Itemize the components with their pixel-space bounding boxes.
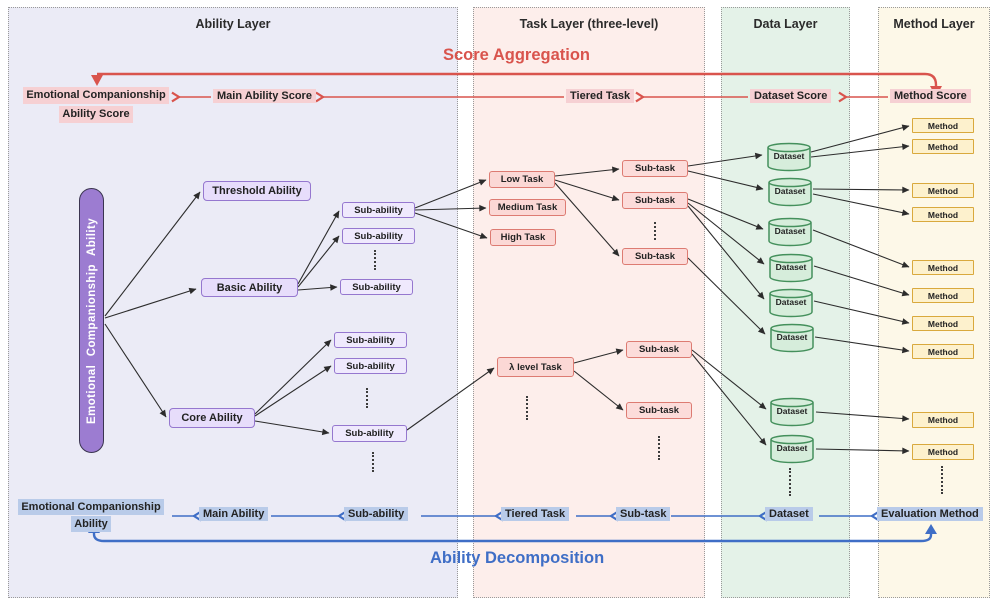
- sub-task-box: Sub-task: [622, 248, 688, 265]
- method-box: Method: [912, 260, 974, 275]
- dataset-score-label: Dataset Score: [750, 89, 832, 103]
- sub-task-box: Sub-task: [622, 160, 688, 177]
- dataset-cylinder: Dataset: [768, 253, 814, 283]
- method-box: Method: [912, 344, 974, 359]
- sub-ability-box: Sub-ability: [342, 202, 415, 218]
- method-box: Method: [912, 444, 974, 460]
- dataset-cylinder: Dataset: [769, 397, 815, 427]
- dataset-cylinder: Dataset: [766, 142, 812, 172]
- main-ability-score-label: Main Ability Score: [213, 89, 316, 103]
- low-task-box: Low Task: [489, 171, 555, 188]
- score-aggregation-title: Score Aggregation: [443, 46, 590, 64]
- basic-ability-box: Basic Ability: [201, 278, 298, 297]
- ec-ability-score-label: Emotional Companionship Ability Score: [10, 85, 182, 123]
- root-ability-capsule: Emotional Companionship Ability: [79, 188, 104, 453]
- method-box: Method: [912, 207, 974, 222]
- sub-ability-box: Sub-ability: [342, 228, 415, 244]
- sub-ability-bottom-label: Sub-ability: [344, 507, 409, 521]
- main-ability-bottom-label: Main Ability: [199, 507, 269, 521]
- sub-ability-box: Sub-ability: [334, 358, 407, 374]
- sub-task-box: Sub-task: [626, 402, 692, 419]
- method-layer-title: Method Layer: [893, 17, 975, 31]
- threshold-ability-box: Threshold Ability: [203, 181, 311, 201]
- vertical-ellipsis: [941, 466, 943, 494]
- evaluation-method-bottom-label: Evaluation Method: [877, 507, 983, 521]
- sub-ability-box: Sub-ability: [340, 279, 413, 295]
- sub-ability-box: Sub-ability: [334, 332, 407, 348]
- method-box: Method: [912, 139, 974, 154]
- method-box: Method: [912, 183, 974, 198]
- vertical-ellipsis: [374, 250, 376, 270]
- dataset-cylinder: Dataset: [769, 323, 815, 353]
- medium-task-box: Medium Task: [489, 199, 566, 216]
- method-box: Method: [912, 118, 974, 133]
- ec-ability-bottom-label: Emotional Companionship Ability: [10, 498, 172, 532]
- vertical-ellipsis: [789, 468, 791, 496]
- vertical-ellipsis: [658, 436, 660, 460]
- sub-task-bottom-label: Sub-task: [616, 507, 671, 521]
- core-ability-box: Core Ability: [169, 408, 255, 428]
- method-box: Method: [912, 412, 974, 428]
- dataset-cylinder: Dataset: [767, 217, 813, 247]
- vertical-ellipsis: [366, 388, 368, 408]
- tiered-task-score-label: Tiered Task: [566, 89, 635, 103]
- method-box: Method: [912, 316, 974, 331]
- sub-task-box: Sub-task: [626, 341, 692, 358]
- high-task-box: High Task: [490, 229, 556, 246]
- task-layer-panel: [473, 7, 705, 598]
- method-score-label: Method Score: [890, 89, 971, 103]
- dataset-bottom-label: Dataset: [765, 507, 813, 521]
- vertical-ellipsis: [526, 396, 528, 420]
- ability-layer-title: Ability Layer: [195, 17, 271, 31]
- data-layer-title: Data Layer: [753, 17, 818, 31]
- tiered-task-bottom-label: Tiered Task: [501, 507, 570, 521]
- ability-decomposition-title: Ability Decomposition: [430, 549, 605, 567]
- dataset-cylinder: Dataset: [769, 434, 815, 464]
- method-box: Method: [912, 288, 974, 303]
- dataset-cylinder: Dataset: [768, 288, 814, 318]
- sub-task-box: Sub-task: [622, 192, 688, 209]
- sub-ability-box: Sub-ability: [332, 425, 407, 442]
- lambda-level-task-box: λ level Task: [497, 357, 574, 377]
- root-ability-label: Emotional Companionship Ability: [85, 217, 98, 424]
- vertical-ellipsis: [372, 452, 374, 472]
- task-layer-title: Task Layer (three-level): [519, 17, 659, 31]
- vertical-ellipsis: [654, 222, 656, 240]
- dataset-cylinder: Dataset: [767, 177, 813, 207]
